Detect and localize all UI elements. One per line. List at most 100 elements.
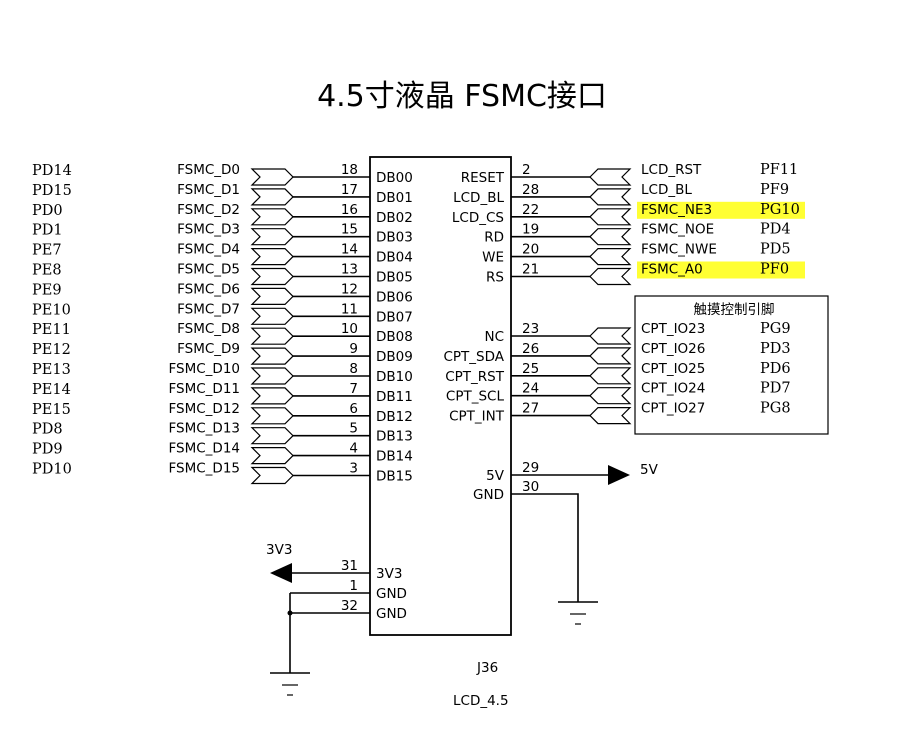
pin-name: DB07 [376,309,413,325]
pin-name: DB00 [376,170,413,186]
net-label: FSMC_D5 [177,262,240,278]
pin-number: 22 [522,202,539,218]
pin-name: DB08 [376,329,413,345]
touch-pins-box-title: 触摸控制引脚 [694,302,775,318]
pin-name: LCD_BL [453,190,504,206]
pin-name: WE [482,250,504,266]
net-label: CPT_IO23 [641,321,705,337]
pin-name: DB05 [376,270,413,286]
pin-name: DB15 [376,469,413,485]
mcu-port-label: PG9 [760,321,791,337]
pin-number: 9 [349,341,358,357]
pin-name: DB09 [376,349,413,365]
mcu-port-label: PE14 [32,382,71,398]
pin-name: DB14 [376,449,413,465]
pin-name: DB10 [376,369,413,385]
net-port-flag [250,307,294,325]
mcu-port-label: PD9 [32,442,63,458]
net-label: LCD_BL [641,182,692,198]
net-label: FSMC_D9 [177,341,240,357]
component-reference: J36 [476,660,498,676]
pin-number: 29 [522,460,539,476]
touch-pins-box [634,295,829,435]
pin-name: GND [376,586,407,602]
pin-number: 10 [341,321,358,337]
mcu-port-label: PG8 [760,401,791,417]
pin-name: RD [484,230,504,246]
pin-number: 8 [349,361,358,377]
mcu-port-label: PD14 [32,163,72,179]
net-label: FSMC_D7 [177,301,240,317]
pin-name: GND [376,606,407,622]
net-label: FSMC_D11 [169,381,241,397]
mcu-port-label: PD6 [760,361,791,377]
mcu-port-label: PE12 [32,342,71,358]
net-label: CPT_IO26 [641,341,705,357]
pin-name: DB12 [376,409,413,425]
pin-number: 5 [349,421,358,437]
pin-number: 13 [341,262,358,278]
pin-number: 32 [341,598,358,614]
net-port-flag [250,228,294,246]
net-port-flag [589,168,632,186]
net-label: FSMC_D3 [177,222,240,238]
net-port-flag [250,387,294,405]
pin-number: 1 [349,578,358,594]
pin-name: DB02 [376,210,413,226]
pin-number: 23 [522,321,539,337]
pin-number: 4 [349,441,358,457]
net-port-flag [589,327,632,345]
pin-name: RS [486,270,504,286]
pin-name: DB03 [376,230,413,246]
mcu-port-label: PD0 [32,203,63,219]
net-label: FSMC_NOE [641,222,714,238]
highlight-band [637,201,805,219]
power-net-label: 3V3 [266,542,292,558]
mcu-port-label: PE15 [32,402,71,418]
mcu-port-label: PE7 [32,243,62,259]
net-port-flag [250,248,294,266]
pin-name: DB06 [376,289,413,305]
pin-name: CPT_RST [445,369,505,385]
mcu-port-label: PE10 [32,302,71,318]
mcu-port-label: PD10 [32,462,72,478]
mcu-port-label: PF0 [760,262,789,278]
power-gnd-pin: GND 1 [290,578,407,602]
junction-dot [287,610,293,616]
net-label: CPT_IO24 [641,381,705,397]
pin-number: 31 [341,558,358,574]
pin-name: CPT_SDA [443,349,504,365]
pin-number: 3 [349,461,358,477]
net-port-flag [250,267,294,286]
net-label: FSMC_D15 [169,461,241,477]
net-label: FSMC_D4 [177,242,240,258]
mcu-port-label: PE11 [32,322,71,338]
pin-name: DB11 [376,389,413,405]
net-port-flag [589,407,632,425]
pin-name: DB13 [376,429,413,445]
pin-number: 6 [349,401,358,417]
control-pin-row: NC 23 CPT_IO23 PG9 [484,321,790,345]
net-label: FSMC_A0 [641,262,703,278]
net-port-flag [250,188,294,206]
pin-name: NC [484,329,504,345]
pin-number: 28 [522,182,539,198]
net-port-flag [250,367,294,385]
pin-number: 24 [522,381,539,397]
pin-number: 20 [522,242,539,258]
net-label: CPT_IO25 [641,361,705,377]
pin-number: 7 [349,381,358,397]
